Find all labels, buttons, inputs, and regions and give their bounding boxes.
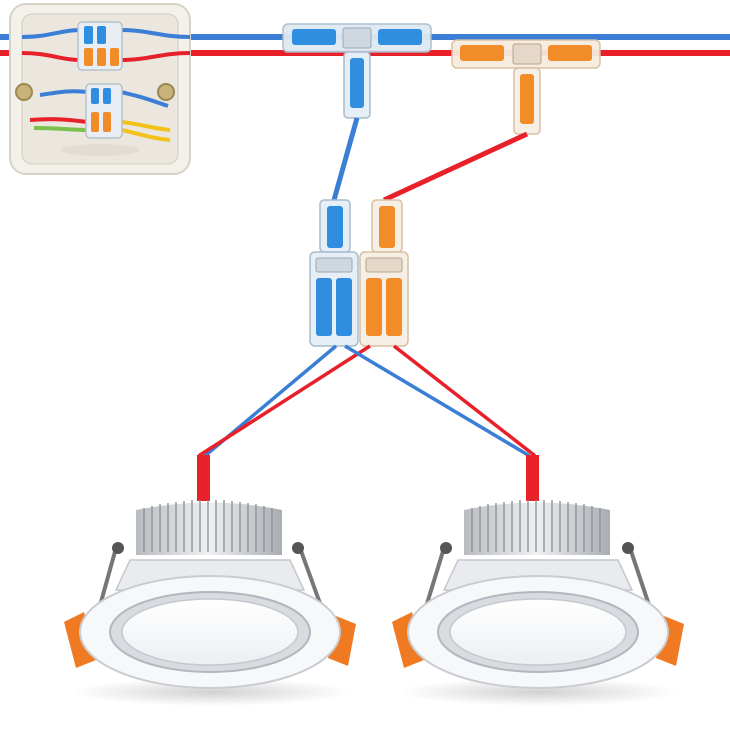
right-light-live-wire (392, 344, 536, 500)
junction-box (9, 3, 191, 175)
left-light-live-wire (198, 344, 371, 500)
heatsink-fins-right (464, 500, 610, 555)
heatsink-fins-left (136, 500, 282, 555)
splitter-live (359, 199, 409, 347)
box-screw-left (15, 83, 33, 101)
t-connector-live (451, 39, 601, 135)
box-screw-right (157, 83, 175, 101)
lens-left (121, 598, 299, 666)
box-connector-top (77, 21, 123, 71)
drop-neutral-wire (331, 117, 360, 201)
left-light-neutral-wire (204, 344, 338, 500)
drop-live-wire (382, 131, 529, 203)
drop-wires (331, 117, 529, 203)
downlight-right (392, 500, 684, 706)
downlight-left (64, 500, 356, 706)
splitter-neutral (309, 199, 359, 347)
box-connector-bottom (85, 83, 123, 139)
right-light-neutral-wire (344, 344, 530, 500)
t-connector-neutral (282, 23, 432, 119)
light-wires (197, 344, 539, 501)
lens-right (449, 598, 627, 666)
